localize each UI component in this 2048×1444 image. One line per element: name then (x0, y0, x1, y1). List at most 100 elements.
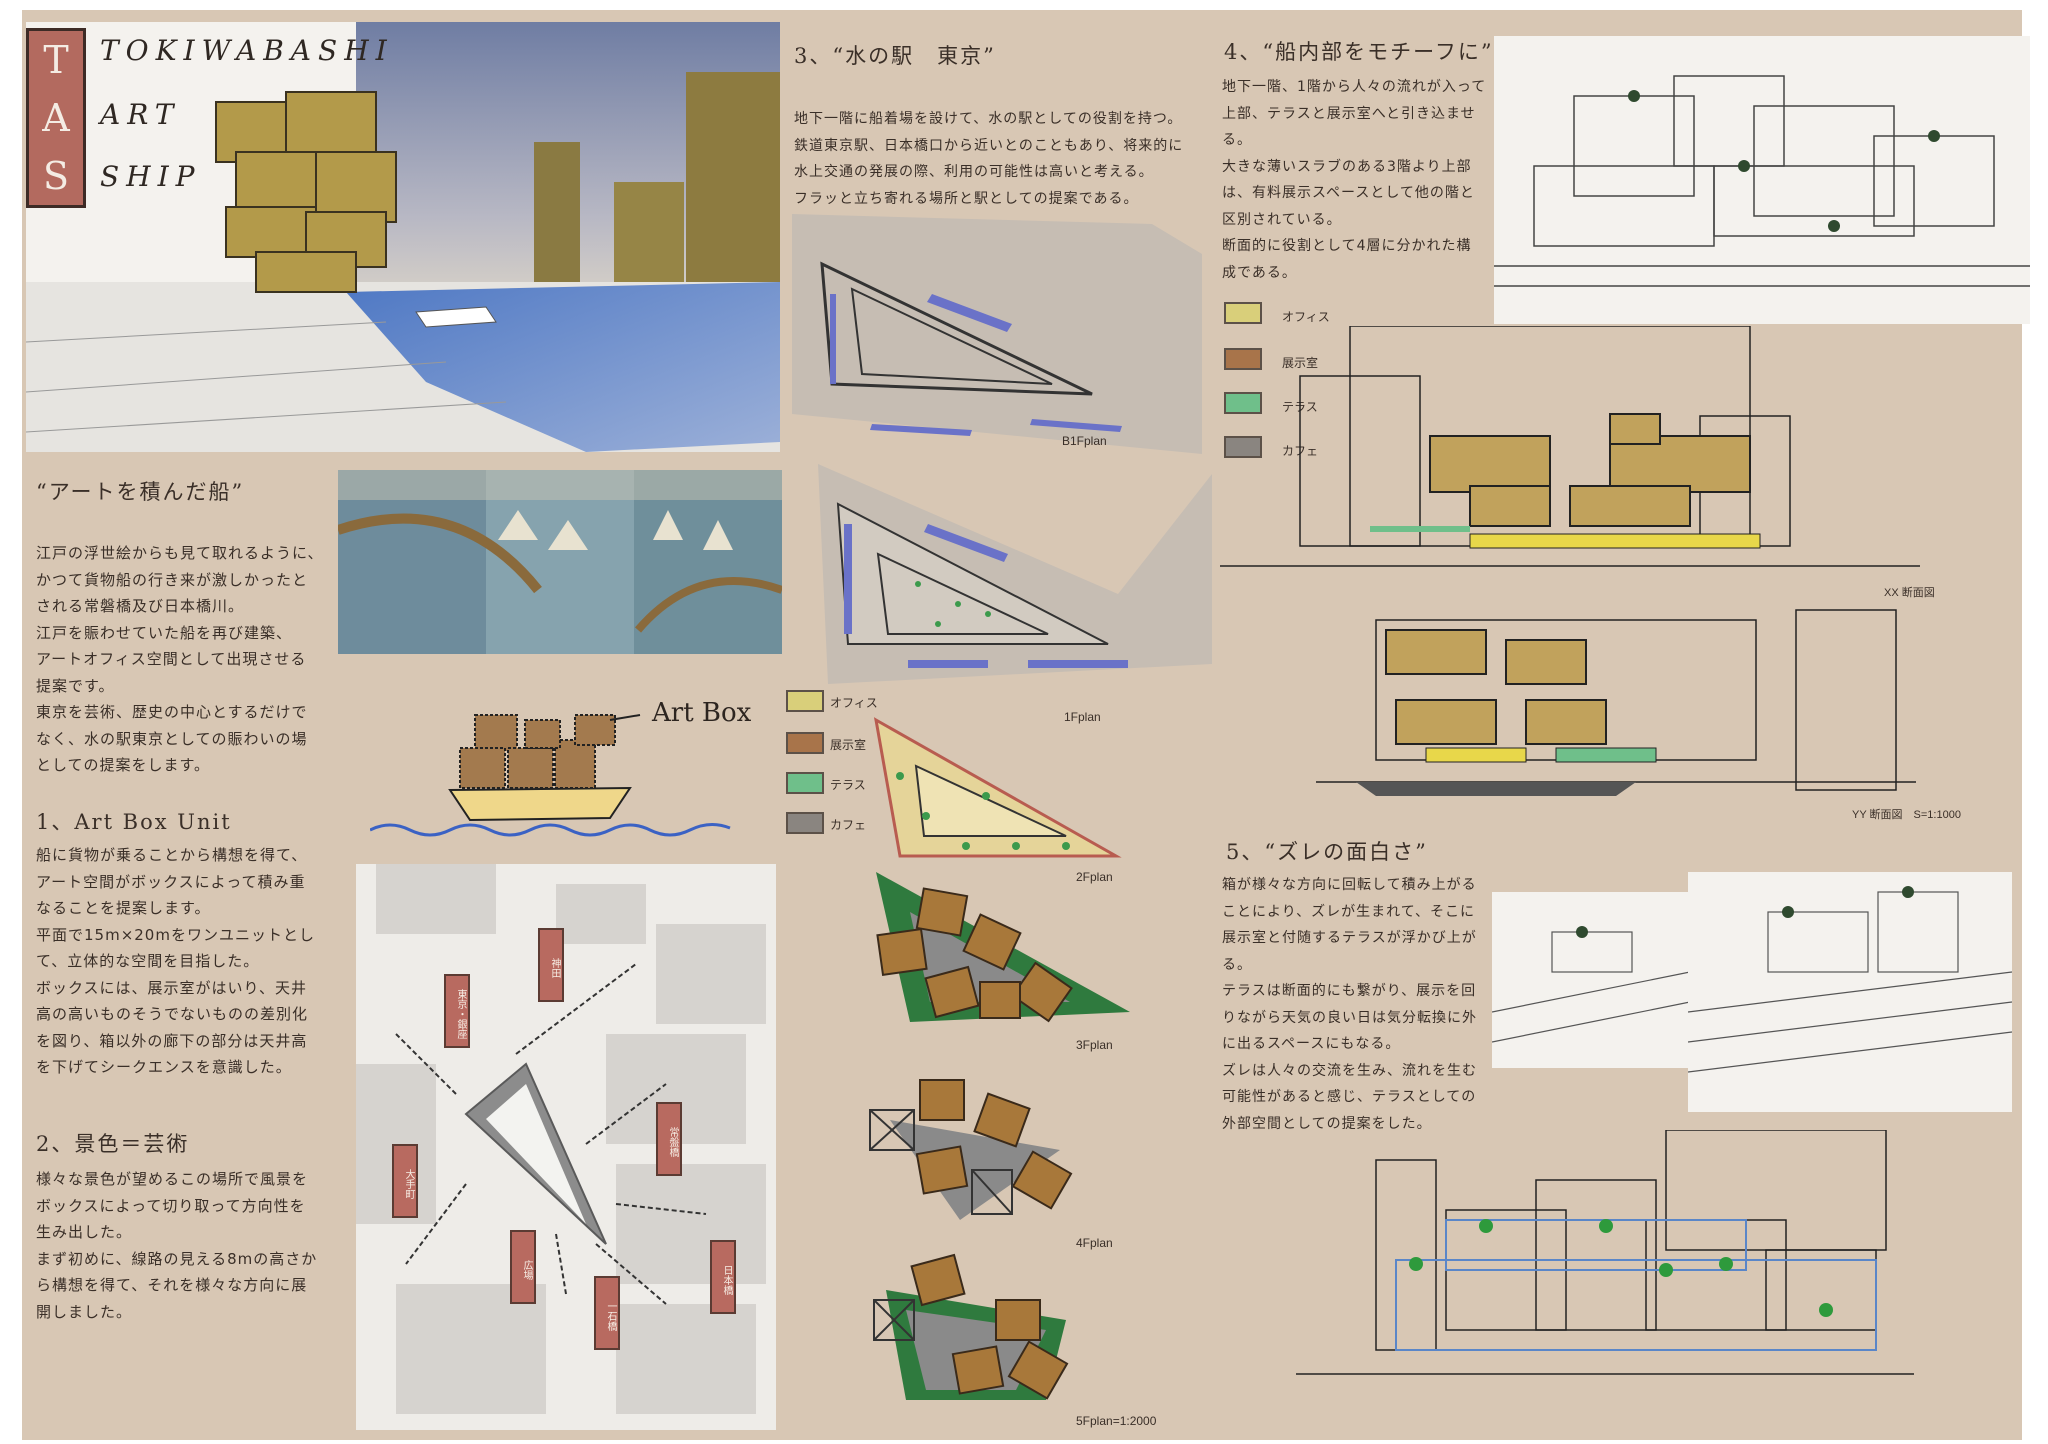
concept-line: される常磐橋及び日本橋川。 (36, 597, 245, 615)
section-yy (1316, 600, 1916, 810)
section4-line: る。 (1222, 132, 1252, 148)
concept-line: 江戸の浮世絵からも見て取れるように、 (36, 544, 324, 562)
art-box-sketch (370, 700, 760, 850)
terrace-sketch-left (1492, 892, 1690, 1068)
map-label-ichikokubashi: 一石橋 (594, 1276, 620, 1350)
section4-line: 成である。 (1222, 264, 1297, 281)
legend-right-terrace-swatch (1224, 392, 1262, 414)
map-label-kanda: 神田 (538, 928, 564, 1002)
section5-line: テラスは断面的にも繋がり、展示を回 (1222, 983, 1477, 999)
perspective-sketch-drawing (1494, 75, 2030, 287)
hero-render-image (26, 22, 780, 452)
map-label-tokyo-ginza: 東京・銀座 (444, 974, 470, 1048)
section5-line: ズレは人々の交流を生み、流れを生む (1222, 1062, 1477, 1079)
section4-line: 区別されている。 (1222, 211, 1342, 228)
section5-line: 展示室と付随するテラスが浮かび上が (1222, 930, 1477, 946)
section2-heading: 2、景色＝芸術 (36, 1132, 190, 1156)
section2-text: 様々な景色が望めるこの場所で風景を ボックスによって切り取って方向性を 生み出し… (36, 1166, 336, 1325)
section5-line: る。 (1222, 956, 1252, 973)
section4-text: 地下一階、1階から人々の流れが入って 上部、テラスと展示室へと引き込ませ る。 … (1222, 74, 1492, 286)
section-xx-drawing (1220, 326, 1920, 567)
plan-5f-label: 5Fplan=1:2000 (1076, 1414, 1157, 1428)
section1-line: を図り、箱以外の廊下の部分は天井高 (36, 1031, 308, 1050)
map-label-hiroba: 広場 (510, 1230, 536, 1304)
plan-1f-label: 1Fplan (1064, 710, 1101, 724)
concept-line: アートオフィス空間として出現させる (36, 650, 307, 668)
plan-b1f-drawing (792, 214, 1202, 454)
section-xx-label: XX 断面図 (1884, 587, 1935, 599)
concept-line: 江戸を賑わせていた船を再び建築、 (36, 623, 293, 642)
section-xx (1220, 326, 1920, 590)
section1-heading: 1、Art Box Unit (36, 810, 232, 834)
legend-left-gallery-label: 展示室 (830, 738, 867, 752)
title-line-2: ART (100, 98, 181, 131)
map-label-otemachi: 大手町 (392, 1144, 418, 1218)
plan-5f-drawing (873, 1253, 1069, 1400)
section4-heading: 4、“船内部をモチーフに” (1224, 40, 1494, 64)
section5-line: 外部空間としての提案をした。 (1222, 1115, 1432, 1132)
concept-line: 提案です。 (36, 676, 115, 695)
concept-line: なく、水の駅東京としての賑わいの場 (36, 729, 308, 748)
legend-right-gallery-swatch (1224, 348, 1262, 370)
section3-heading: 3、“水の駅 東京” (794, 44, 996, 68)
plan-b1f (792, 214, 1202, 458)
legend-left-office-swatch (786, 690, 824, 712)
plan-3f (870, 872, 1134, 1032)
section1-line: ボックスには、展示室がはいり、天井 (36, 978, 307, 997)
section1-line: 高の高いものそうでないものの差別化 (36, 1005, 309, 1023)
art-box-label: Art Box (652, 698, 752, 728)
section4-line: 地下一階、1階から人々の流れが入って (1222, 79, 1487, 95)
map-label-tokiwabashi: 常盤橋 (656, 1102, 682, 1176)
plan-2f-drawing (873, 717, 1122, 858)
legend-left-office-label: オフィス (830, 696, 878, 710)
concept-line: かつて貨物船の行き来が激しかったと (36, 570, 309, 589)
section5-line: 箱が様々な方向に回転して積み上がる (1222, 877, 1477, 893)
legend-left-terrace-swatch (786, 772, 824, 794)
elevation-bottom (1296, 1130, 1914, 1392)
section2-line: 様々な景色が望めるこの場所で風景を (36, 1170, 309, 1188)
section-yy-label: YY 断面図 S=1:1000 (1852, 809, 1961, 821)
section5-line: ことにより、ズレが生まれて、そこに (1222, 903, 1476, 920)
section5-line: 可能性があると感じ、テラスとしての (1222, 1089, 1477, 1105)
section1-line: なることを提案します。 (36, 899, 211, 917)
logo-letter-a: A (42, 96, 70, 140)
legend-right-office-swatch (1224, 302, 1262, 324)
section2-line: ら構想を得て、それを様々な方向に展 (36, 1276, 308, 1294)
hero-render (26, 22, 780, 452)
plan-1f-drawing (818, 464, 1212, 684)
section2-line: ボックスによって切り取って方向性を (36, 1196, 306, 1215)
ship-sketch (370, 714, 731, 837)
section3-line: 水上交通の発展の際、利用の可能性は高いと考える。 (794, 164, 1154, 180)
section3-line: 地下一階に船着場を設けて、水の駅としての役割を持つ。 (794, 111, 1183, 127)
legend-left-cafe-swatch (786, 812, 824, 834)
logo-letter-t: T (43, 38, 69, 82)
plan-5f (866, 1250, 1106, 1410)
map-label-nihonbashi: 日本橋 (710, 1240, 736, 1314)
plan-b1f-label: B1Fplan (1062, 434, 1107, 448)
site-map-drawing (356, 864, 766, 1414)
plan-2f (866, 716, 1126, 862)
section4-line: 大きな薄いスラブのある3階より上部 (1222, 158, 1472, 175)
section1-text: 船に貨物が乗ることから構想を得て、 アート空間がボックスによって積み重 なること… (36, 842, 336, 1081)
section1-line: 平面で15m×20mをワンユニットとし (36, 925, 315, 944)
section2-line: まず初めに、線路の見える8mの高さか (36, 1249, 318, 1268)
section3-text: 地下一階に船着場を設けて、水の駅としての役割を持つ。 鉄道東京駅、日本橋口から近… (794, 106, 1214, 212)
site-map: 神田 東京・銀座 常盤橋 大手町 広場 一石橋 日本橋 (356, 864, 776, 1430)
plan-4f-label: 4Fplan (1076, 1236, 1113, 1250)
section5-text: 箱が様々な方向に回転して積み上がる ことにより、ズレが生まれて、そこに 展示室と… (1222, 872, 1492, 1137)
logo-letter-s: S (42, 154, 70, 198)
section1-line: アート空間がボックスによって積み重 (36, 872, 306, 891)
concept-line: 東京を芸術、歴史の中心とするだけで (36, 703, 308, 721)
section1-line: 船に貨物が乗ることから構想を得て、 (36, 846, 308, 864)
section1-line: を下げてシークエンスを意識した。 (36, 1058, 292, 1076)
title-line-3: SHIP (100, 160, 202, 193)
terrace-sketch-right (1688, 872, 2012, 1112)
section2-line: 生み出した。 (36, 1223, 133, 1241)
plan-4f-drawing (869, 1079, 1073, 1220)
ukiyoe-artwork (338, 470, 782, 654)
section-yy-drawing (1316, 609, 1916, 796)
legend-right-cafe-swatch (1224, 436, 1262, 458)
plan-3f-drawing (876, 872, 1130, 1023)
section4-line: 断面的に役割として4層に分かれた構 (1222, 238, 1472, 254)
section5-line: に出るスペースにもなる。 (1222, 1036, 1401, 1052)
